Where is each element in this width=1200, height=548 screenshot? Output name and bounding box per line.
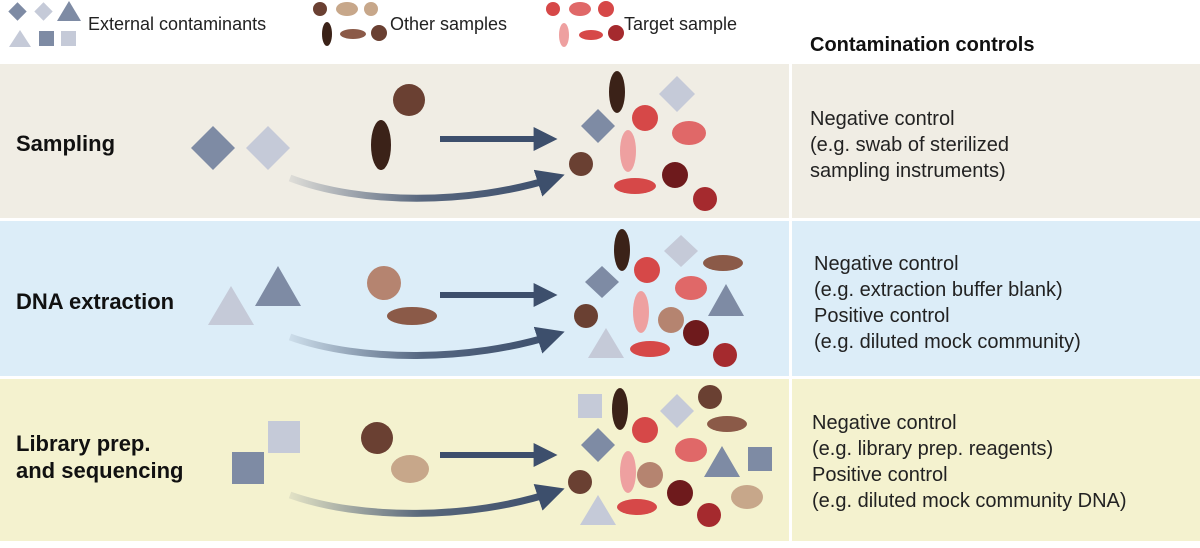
legend-target-sample: Target sample [624, 14, 738, 34]
sampling-control-example-2: sampling instruments) [810, 160, 1006, 182]
extraction-positive-example: (e.g. diluted mock community) [814, 331, 1081, 353]
row-extraction-controls-cell [792, 221, 1200, 376]
row-sampling-controls-cell [792, 64, 1200, 218]
library-negative-example: (e.g. library prep. reagents) [812, 438, 1054, 460]
contamination-controls-header: Contamination controls [810, 34, 1035, 56]
extraction-negative-example: (e.g. extraction buffer blank) [814, 279, 1063, 301]
legend-other-samples: Other samples [390, 14, 508, 34]
sampling-control-example-1: (e.g. swab of sterilized [810, 134, 1009, 156]
legend-external-contaminants: External contaminants [88, 14, 267, 34]
extraction-negative-control: Negative control [814, 253, 959, 275]
stage-label-library-line2: and sequencing [16, 458, 184, 483]
stage-label-sampling: Sampling [16, 131, 116, 156]
row-sampling-diagram-cell [0, 64, 789, 218]
legend-other-sample-icons [313, 2, 387, 46]
stage-label-library-line1: Library prep. [16, 431, 151, 456]
library-positive-example: (e.g. diluted mock community DNA) [812, 490, 1127, 512]
row-library-prep [0, 379, 1200, 541]
library-negative-control: Negative control [812, 412, 957, 434]
library-positive-control: Positive control [812, 464, 948, 486]
legend-contaminant-icons [8, 1, 81, 47]
extraction-positive-control: Positive control [814, 305, 950, 327]
legend-target-sample-icons [546, 1, 624, 47]
stage-label-dna-extraction: DNA extraction [16, 289, 175, 314]
row-sampling [0, 64, 1200, 218]
row-library-controls-cell [792, 379, 1200, 541]
sampling-control-type: Negative control [810, 108, 955, 130]
